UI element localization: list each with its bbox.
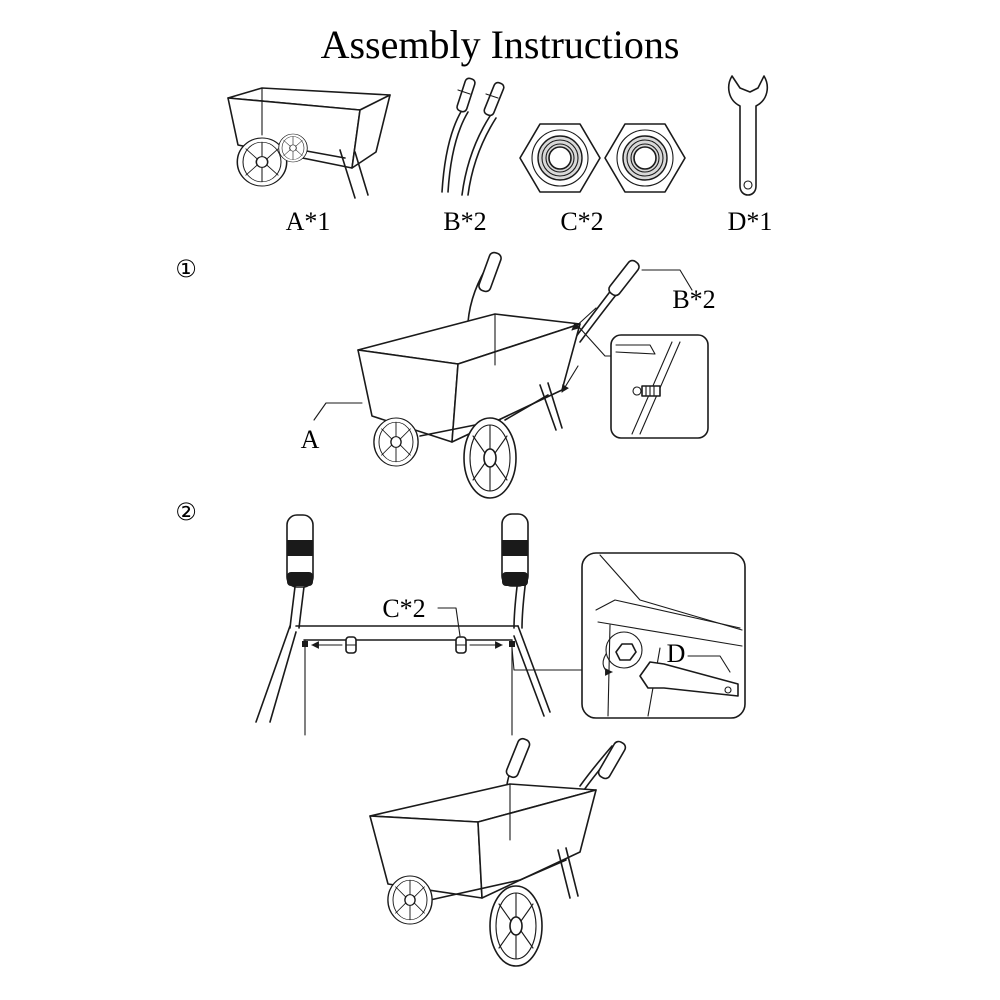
step-2-callout-nuts: C*2	[382, 594, 425, 623]
step-1-callout-body: A	[301, 425, 320, 454]
step-2-number: ②	[175, 498, 197, 526]
step-2-handles-frame	[255, 513, 551, 736]
part-c-label: C*2	[560, 207, 603, 236]
assembled-wheelbarrow	[369, 737, 627, 967]
part-a-label: A*1	[286, 207, 331, 236]
handle-bars-icon	[441, 77, 505, 196]
hex-nut-icon	[519, 123, 686, 193]
step-1-detail-inset	[610, 334, 709, 439]
step-1-number: ①	[175, 255, 197, 283]
step-2-detail-inset	[581, 552, 746, 719]
page-title: Assembly Instructions	[321, 22, 680, 67]
part-d-label: D*1	[728, 207, 773, 236]
step-2-callout-wrench: D	[667, 639, 686, 668]
step-1-callout-handles: B*2	[672, 285, 715, 314]
step-1-wheelbarrow	[357, 251, 640, 499]
wrench-icon	[727, 75, 769, 196]
part-b-label: B*2	[443, 207, 486, 236]
wheelbarrow-body-icon	[227, 87, 391, 199]
